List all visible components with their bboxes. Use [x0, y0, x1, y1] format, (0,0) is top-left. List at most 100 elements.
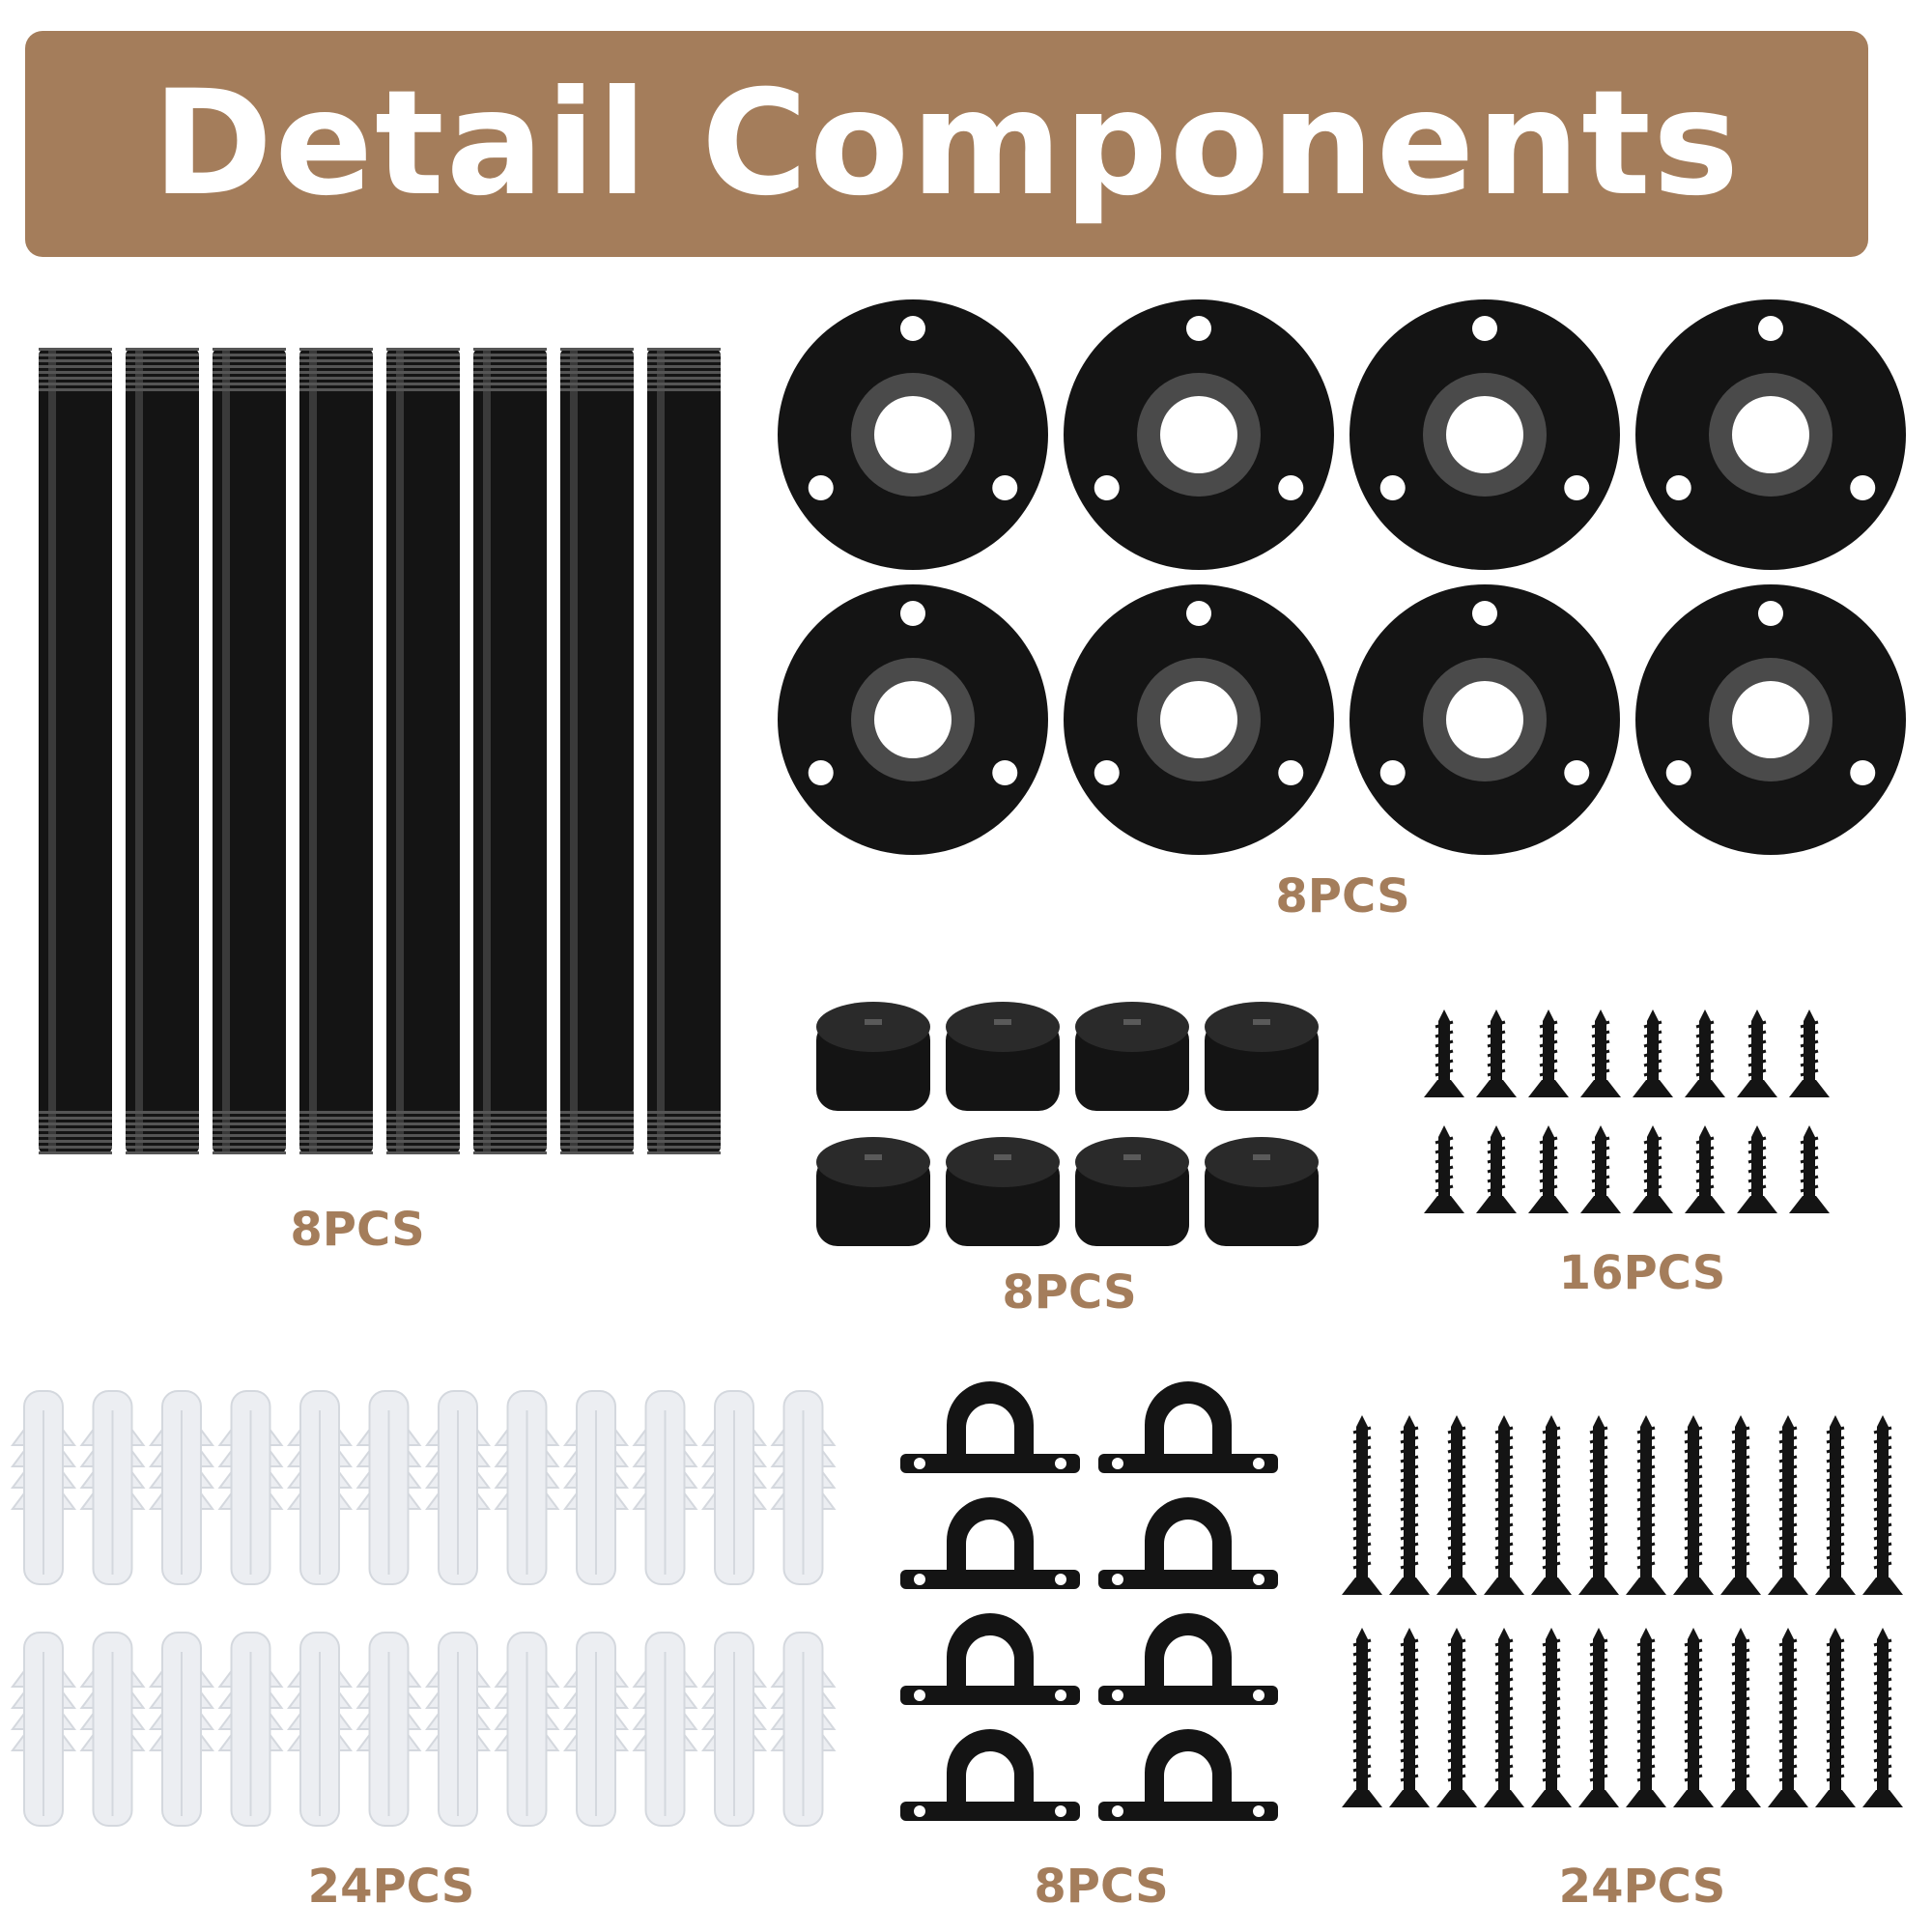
screw — [1389, 1628, 1430, 1807]
wall-anchor — [79, 1390, 146, 1585]
screw — [1673, 1415, 1714, 1595]
floor-flange — [1635, 299, 1906, 570]
screw — [1626, 1415, 1666, 1595]
screw — [1578, 1415, 1619, 1595]
screw — [1342, 1415, 1382, 1595]
wall-anchor — [287, 1390, 353, 1585]
screw — [1673, 1628, 1714, 1807]
pipe — [473, 348, 547, 1154]
anchors-group — [10, 1386, 840, 1860]
pipe — [386, 348, 460, 1154]
long-screws-illustration — [1342, 1415, 1903, 1807]
wall-anchor — [11, 1390, 76, 1585]
pipe-clamp — [900, 1497, 1080, 1589]
floor-flange — [778, 584, 1048, 855]
screw — [1531, 1415, 1572, 1595]
screw — [1484, 1415, 1524, 1595]
screw — [1768, 1628, 1808, 1807]
pipe-cap — [1075, 1137, 1189, 1246]
screw — [1476, 1125, 1517, 1213]
wall-anchor — [217, 1390, 284, 1585]
screw — [1720, 1415, 1761, 1595]
pipes-illustration — [39, 348, 721, 1154]
pipe-clamp — [1098, 1381, 1278, 1473]
screw — [1815, 1415, 1856, 1595]
pipe-cap — [1205, 1002, 1319, 1111]
screw — [1424, 1009, 1464, 1097]
screw — [1389, 1415, 1430, 1595]
page-title: Detail Components — [152, 60, 1742, 228]
pipe — [213, 348, 286, 1154]
pipe — [126, 348, 199, 1154]
screw — [1528, 1125, 1569, 1213]
screw — [1424, 1125, 1464, 1213]
pipe — [560, 348, 634, 1154]
clamps-illustration — [900, 1381, 1278, 1821]
pipes-count-label: 8PCS — [290, 1203, 425, 1257]
anchors-illustration — [11, 1390, 837, 1827]
long-screws-group — [1338, 1415, 1903, 1826]
screw — [1342, 1628, 1382, 1807]
wall-anchor — [632, 1390, 698, 1585]
screw — [1720, 1628, 1761, 1807]
wall-anchor — [632, 1632, 698, 1827]
floor-flange — [1064, 584, 1334, 855]
title-banner: Detail Components — [25, 31, 1868, 257]
pipe-clamp — [1098, 1497, 1278, 1589]
wall-anchor — [79, 1632, 146, 1827]
wall-anchor — [494, 1390, 560, 1585]
floor-flange — [1064, 299, 1334, 570]
wall-anchor — [494, 1632, 560, 1827]
pipe — [647, 348, 721, 1154]
screw — [1580, 1009, 1621, 1097]
pipe-clamp — [900, 1729, 1080, 1821]
screw — [1528, 1009, 1569, 1097]
screw — [1436, 1628, 1477, 1807]
wall-anchor — [770, 1632, 837, 1827]
wall-anchor — [563, 1390, 629, 1585]
long-screws-count-label: 24PCS — [1558, 1860, 1726, 1914]
screw — [1436, 1415, 1477, 1595]
screw — [1578, 1628, 1619, 1807]
pipe-clamp — [1098, 1613, 1278, 1705]
floor-flange — [778, 299, 1048, 570]
screw — [1737, 1009, 1777, 1097]
floor-flange — [1635, 584, 1906, 855]
wall-anchor — [701, 1632, 767, 1827]
wall-anchor — [217, 1632, 284, 1827]
short-screws-count-label: 16PCS — [1558, 1246, 1726, 1300]
pipe-cap — [1205, 1137, 1319, 1246]
pipe-cap — [946, 1137, 1060, 1246]
wall-anchor — [563, 1632, 629, 1827]
wall-anchor — [149, 1390, 214, 1585]
wall-anchor — [355, 1390, 422, 1585]
screw — [1484, 1628, 1524, 1807]
screw — [1531, 1628, 1572, 1807]
flanges-count-label: 8PCS — [1275, 869, 1410, 923]
screw — [1626, 1628, 1666, 1807]
screw — [1633, 1009, 1673, 1097]
pipes-group — [39, 348, 734, 1179]
floor-flange — [1350, 299, 1620, 570]
pipe — [39, 348, 112, 1154]
pipe — [299, 348, 373, 1154]
floor-flange — [1350, 584, 1620, 855]
pipe-clamp — [1098, 1729, 1278, 1821]
pipe-cap — [946, 1002, 1060, 1111]
wall-anchor — [355, 1632, 422, 1827]
caps-count-label: 8PCS — [1002, 1265, 1137, 1320]
pipe-cap — [816, 1137, 930, 1246]
caps-group — [811, 990, 1352, 1270]
caps-illustration — [816, 1002, 1319, 1246]
screw — [1685, 1009, 1725, 1097]
screw — [1862, 1415, 1903, 1595]
pipe-cap — [816, 1002, 930, 1111]
wall-anchor — [425, 1390, 491, 1585]
pipe-clamp — [900, 1613, 1080, 1705]
screw — [1862, 1628, 1903, 1807]
wall-anchor — [770, 1390, 837, 1585]
screw — [1633, 1125, 1673, 1213]
clamps-count-label: 8PCS — [1034, 1860, 1169, 1914]
wall-anchor — [149, 1632, 214, 1827]
clamps-group — [898, 1372, 1285, 1845]
